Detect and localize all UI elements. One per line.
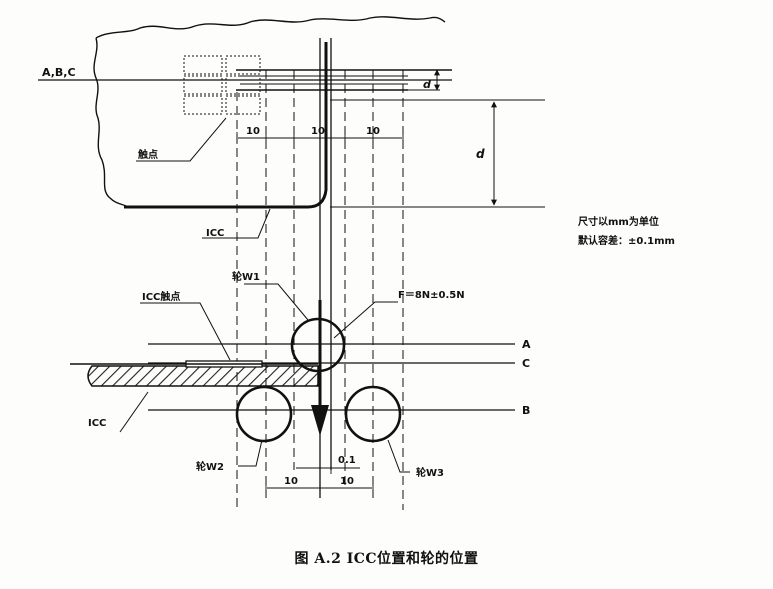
icc-card-edge-top — [124, 42, 328, 209]
contact-pads-dotted — [183, 55, 261, 115]
label-wheel-w3: 轮W3 — [416, 466, 444, 479]
d-dimensions — [330, 69, 545, 208]
leader-lines-top — [40, 79, 271, 239]
bottom-dimensions — [265, 462, 374, 494]
label-line-c: C — [522, 357, 530, 370]
label-dim-10-c: 10 — [366, 126, 380, 137]
label-icc-contact: ICC触点 — [142, 290, 180, 303]
label-dim-10-d: 10 — [284, 476, 298, 487]
wheel-w3 — [344, 385, 402, 443]
top-10-dimensions — [236, 132, 404, 144]
label-d-large: d — [476, 147, 485, 161]
label-dim-10-a: 10 — [246, 126, 260, 137]
leader-lines-side — [119, 283, 410, 473]
label-wheel-w1: 轮W1 — [232, 270, 260, 283]
label-icc-top: ICC — [206, 228, 224, 239]
label-icc-bottom: ICC — [88, 418, 106, 429]
label-line-b: B — [522, 404, 530, 417]
label-dim-10-b: 10 — [311, 126, 325, 137]
label-contact-top: 触点 — [137, 148, 158, 161]
label-line-a: A — [522, 338, 531, 351]
icc-card-section — [70, 360, 319, 387]
wheel-w1 — [290, 317, 346, 373]
wheel-w2 — [235, 385, 293, 443]
label-d-small: d — [423, 78, 431, 91]
label-dim-10-e: 10 — [340, 476, 354, 487]
label-abc: A,B,C — [42, 66, 76, 79]
label-wheel-w2: 轮W2 — [196, 460, 224, 473]
abc-lines-top — [38, 69, 452, 91]
card-torn-outline — [93, 16, 446, 207]
figure-caption: 图 A.2 ICC位置和轮的位置 — [294, 551, 479, 567]
label-force: F＝8N±0.5N — [398, 290, 465, 301]
label-dim-01: 0.1 — [338, 455, 356, 466]
units-note: 尺寸以mm为单位 — [578, 215, 659, 228]
force-arrow — [311, 300, 329, 436]
tolerance-note: 默认容差：±0.1mm — [578, 234, 675, 247]
